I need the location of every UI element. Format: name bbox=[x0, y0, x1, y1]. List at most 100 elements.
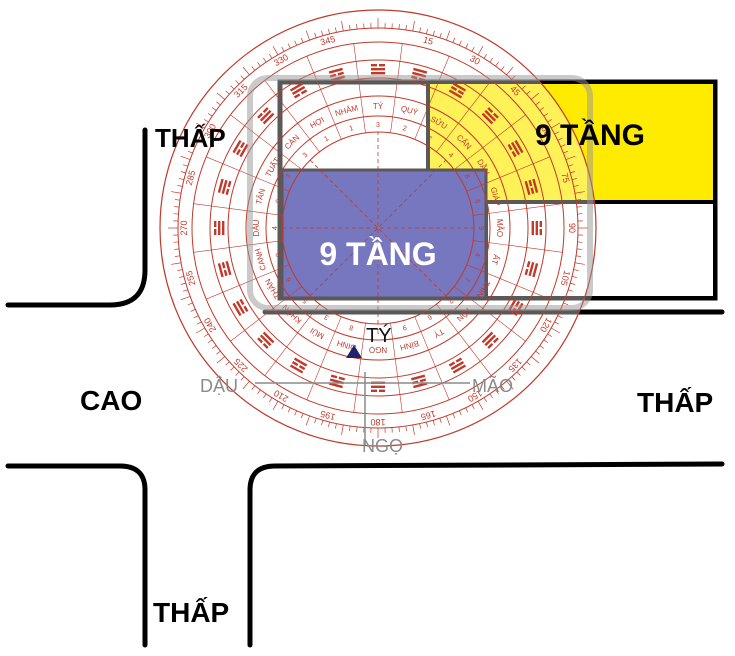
compass-tick bbox=[190, 144, 196, 147]
compass-tick bbox=[571, 178, 577, 180]
compass-tick bbox=[211, 107, 217, 111]
compass-star-number: 6 bbox=[473, 199, 481, 205]
trigram-bar bbox=[487, 342, 494, 349]
compass-star-number: 3 bbox=[376, 122, 380, 129]
compass-tick bbox=[419, 27, 421, 33]
compass-star-number: 4 bbox=[447, 152, 455, 160]
trigram-bar bbox=[492, 337, 499, 344]
compass-tick bbox=[576, 248, 582, 250]
compass-tick bbox=[557, 137, 563, 141]
compass-sector-line bbox=[414, 316, 450, 400]
compass-tick bbox=[526, 361, 531, 366]
trigram-bar bbox=[262, 112, 275, 125]
compass-sector-line bbox=[390, 43, 403, 133]
compass-tick bbox=[195, 327, 205, 334]
compass-tick bbox=[571, 276, 577, 278]
trigram-bar bbox=[259, 109, 272, 122]
compass-sector-line bbox=[353, 43, 366, 133]
trigram-bar bbox=[514, 139, 524, 154]
compass-tick bbox=[535, 350, 540, 355]
trigram-bar bbox=[524, 268, 529, 276]
trigram-bar bbox=[484, 334, 497, 347]
trigram-bar bbox=[379, 64, 385, 67]
compass-tick bbox=[235, 80, 240, 85]
trigram-bar bbox=[221, 179, 228, 194]
compass-tick bbox=[287, 43, 291, 49]
compass-star-number: 9 bbox=[402, 323, 408, 331]
compass-tick bbox=[516, 371, 521, 376]
trigram-icon bbox=[448, 357, 467, 374]
compass-tick bbox=[300, 413, 304, 419]
compass-tick bbox=[432, 420, 435, 426]
compass-tick bbox=[506, 380, 514, 390]
compass-tick bbox=[398, 24, 400, 30]
compass-sector-line bbox=[264, 80, 320, 153]
trigram-bar bbox=[225, 188, 230, 196]
compass-mountain-label: TÝ bbox=[373, 102, 384, 111]
compass-tick bbox=[547, 119, 553, 123]
compass-tick bbox=[563, 150, 569, 154]
compass-tick bbox=[560, 144, 566, 147]
trigram-bar bbox=[448, 361, 456, 367]
compass-tick bbox=[506, 66, 514, 76]
compass-tick bbox=[459, 40, 462, 46]
road-label-right: THẤP bbox=[637, 387, 713, 418]
compass-tick bbox=[328, 29, 330, 35]
trigram-bar bbox=[531, 221, 534, 235]
trigram-bar bbox=[262, 342, 269, 349]
trigram-bar bbox=[262, 107, 269, 114]
trigram-bar bbox=[492, 112, 499, 119]
trigram-icon bbox=[232, 298, 249, 317]
compass-degree-label: 30 bbox=[468, 53, 482, 67]
compass-tick bbox=[576, 199, 582, 201]
compass-tick bbox=[452, 413, 456, 419]
compass-luopan: 1530456075901051201351501651801952102252… bbox=[159, 9, 597, 447]
compass-star-number: 8 bbox=[463, 173, 471, 180]
compass-tick bbox=[439, 32, 442, 38]
compass-star-number: 2 bbox=[447, 297, 455, 305]
trigram-bar bbox=[539, 221, 542, 227]
compass-tick bbox=[240, 75, 245, 80]
compass-tick bbox=[539, 107, 545, 111]
compass-degree-label: 105 bbox=[559, 270, 573, 287]
compass-star-number: 3 bbox=[323, 313, 330, 321]
compass-degree-label: 255 bbox=[184, 270, 198, 287]
building-large-label: 9 TẦNG bbox=[535, 118, 645, 152]
trigram-icon bbox=[524, 260, 539, 278]
trigram-bar bbox=[225, 260, 232, 276]
trigram-bar bbox=[455, 357, 463, 363]
compass-tick bbox=[187, 302, 193, 306]
compass-tick bbox=[465, 407, 469, 413]
compass-tick bbox=[471, 46, 475, 52]
compass-tick bbox=[543, 113, 549, 117]
trigram-icon bbox=[481, 107, 499, 125]
compass-star-number: 3 bbox=[302, 152, 310, 160]
compass-tick bbox=[174, 199, 180, 201]
trigram-bar bbox=[539, 229, 542, 235]
compass-tick bbox=[180, 296, 191, 301]
compass-tick bbox=[321, 420, 324, 426]
trigram-icon bbox=[524, 178, 539, 196]
compass-tick bbox=[349, 24, 351, 30]
trigram-bar bbox=[262, 331, 275, 344]
compass-tick bbox=[483, 397, 487, 403]
trigram-icon bbox=[371, 64, 385, 75]
compass-sector-line bbox=[230, 114, 303, 170]
compass-tick bbox=[305, 415, 310, 426]
building-lot bbox=[277, 79, 718, 301]
compass-star-number: 2 bbox=[275, 252, 283, 258]
compass-degree-label: 45 bbox=[508, 84, 522, 98]
compass-degree-label: 15 bbox=[422, 34, 434, 46]
compass-center-line bbox=[309, 159, 447, 297]
compass-tick bbox=[446, 415, 451, 426]
compass-tick bbox=[203, 333, 209, 337]
compass-tick bbox=[398, 426, 400, 432]
compass-tick bbox=[177, 185, 183, 187]
building-small-label: 9 TẦNG bbox=[319, 236, 436, 272]
compass-tick bbox=[171, 262, 182, 265]
compass-tick bbox=[335, 27, 337, 33]
compass-sector-line bbox=[193, 203, 283, 216]
compass-tick bbox=[242, 380, 250, 390]
